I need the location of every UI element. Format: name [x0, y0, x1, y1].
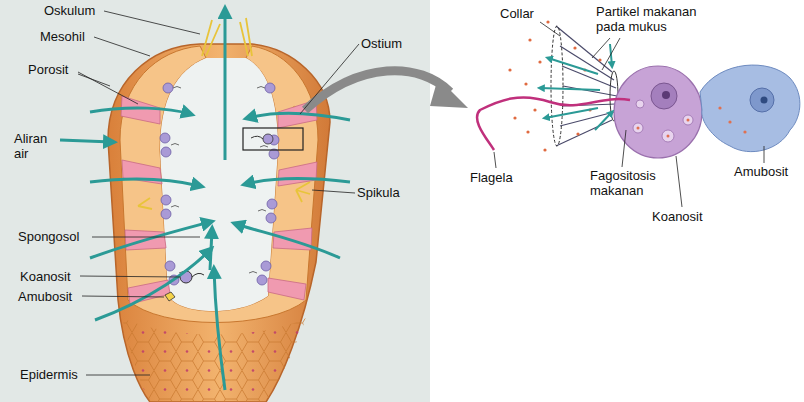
part-label: Amubosit	[18, 289, 72, 304]
part-label: Flagela	[470, 170, 513, 185]
panel-ground	[0, 0, 430, 402]
part-label: Collar	[500, 6, 534, 21]
part-label: Koanosit	[652, 209, 703, 224]
mesohyl-section	[120, 46, 318, 323]
epidermis-surface	[122, 318, 306, 402]
part-label: Koanosit	[20, 269, 71, 284]
sponge-body	[108, 44, 330, 402]
part-label: Ostium	[361, 36, 402, 51]
part-label: Epidermis	[20, 367, 78, 382]
spongocoel	[160, 58, 278, 311]
part-label: Spikula	[357, 185, 400, 200]
part-label: Fagositosis makanan	[590, 168, 670, 198]
part-label: Partikel makanan pada mukus	[596, 4, 714, 34]
part-label: Mesohil	[40, 29, 85, 44]
part-label: Aliran air	[14, 131, 58, 161]
part-label: Spongosol	[18, 229, 79, 244]
part-label: Amubosit	[734, 164, 788, 179]
part-label: Porosit	[28, 62, 68, 77]
part-label: Oskulum	[44, 3, 95, 18]
